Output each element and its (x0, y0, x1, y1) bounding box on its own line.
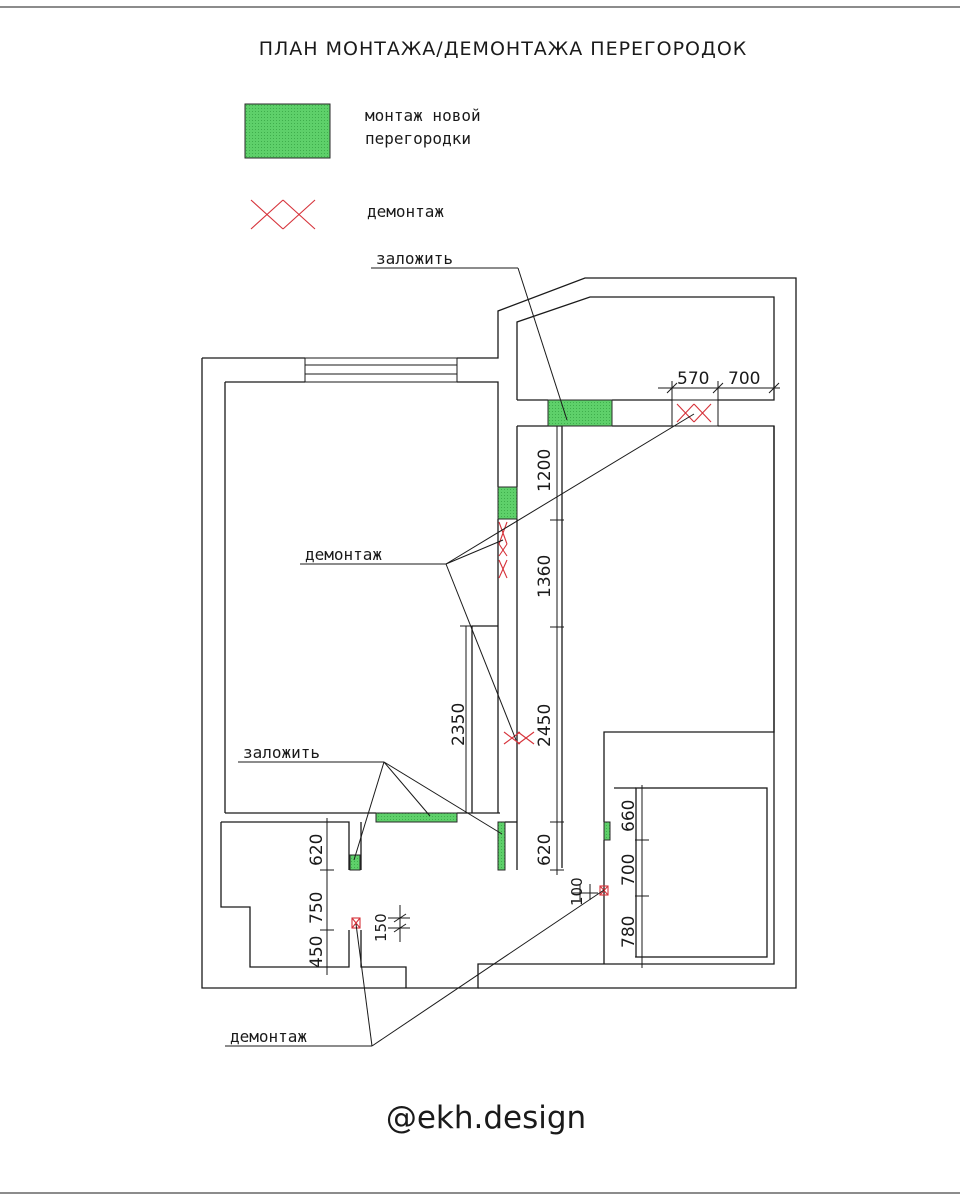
legend-new-partition-label-1: монтаж новой (365, 106, 481, 125)
new-partitions (349, 399, 613, 871)
dimension-labels: 570 700 1200 1360 2350 2450 620 100 660 … (307, 369, 760, 968)
legend: монтаж новой перегородки демонтаж (244, 103, 481, 230)
watermark: @ekh.design (386, 1100, 586, 1136)
dim-2450: 2450 (535, 704, 555, 747)
dim-780: 780 (619, 916, 639, 948)
demolition-toilet-icon (351, 917, 361, 929)
dim-620-left: 620 (307, 834, 327, 866)
plan-title: ПЛАН МОНТАЖА/ДЕМОНТАЖА ПЕРЕГОРОДОК (259, 38, 748, 60)
callouts: заложить демонтаж заложить демонтаж (225, 249, 695, 1047)
new-partition-bottom-corner (497, 821, 506, 871)
legend-new-partition-swatch (244, 103, 331, 159)
dim-450: 450 (307, 936, 327, 968)
new-partition-bottom-mid (375, 812, 458, 823)
new-partition-upper-left (497, 486, 518, 520)
dim-750: 750 (307, 892, 327, 924)
demolition-marks (351, 403, 712, 929)
dim-100: 100 (568, 877, 586, 906)
callout-lay-mid: заложить (243, 743, 320, 762)
callout-demolition-mid: демонтаж (305, 545, 382, 564)
walls (201, 277, 797, 989)
dim-150: 150 (372, 913, 390, 942)
demolition-corridor-icon (503, 731, 535, 745)
dim-570: 570 (677, 369, 709, 389)
dim-2350: 2350 (449, 703, 469, 746)
legend-demolition-label: демонтаж (367, 202, 444, 221)
dim-700-top: 700 (728, 369, 760, 389)
dim-620-corridor: 620 (535, 834, 555, 866)
dim-660: 660 (619, 800, 639, 832)
new-partition-right (603, 821, 611, 841)
dim-1200: 1200 (535, 449, 555, 492)
dim-1360: 1360 (535, 555, 555, 598)
callout-lay-top: заложить (376, 249, 453, 268)
demolition-top-right-icon (676, 403, 712, 423)
new-partition-toilet (349, 854, 361, 871)
dim-700-right: 700 (619, 854, 639, 886)
legend-new-partition-label-2: перегородки (365, 129, 471, 148)
dimension-lines (320, 381, 780, 975)
new-partition-top (547, 399, 613, 427)
demolition-left-wall-icon (498, 521, 508, 579)
callout-demolition-bottom: демонтаж (230, 1027, 307, 1046)
legend-demolition-cross-icon (250, 199, 316, 230)
